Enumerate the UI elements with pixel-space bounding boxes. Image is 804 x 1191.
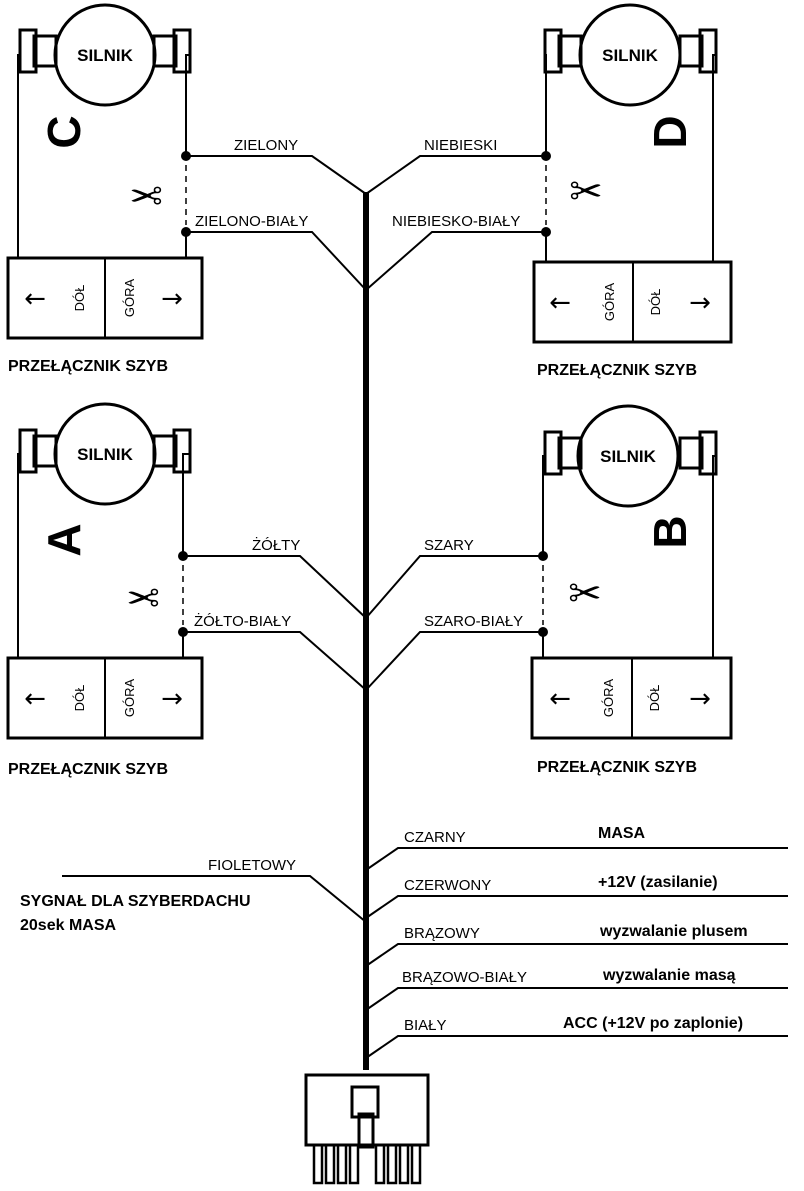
cut-icon: ✂	[569, 169, 603, 215]
motor-b: SILNIK	[543, 404, 718, 508]
motor-a-label: SILNIK	[77, 445, 133, 464]
switch-c-down: DÓŁ	[72, 285, 87, 312]
switch-a: ← → DÓŁ GÓRA	[6, 656, 204, 740]
sunroof-caption-line1: SYGNAŁ DLA SZYBERDACHU	[20, 893, 251, 910]
cut-icon: ✂	[129, 171, 163, 217]
wire-red-label: CZERWONY	[404, 877, 491, 894]
wire-sunroof-label: FIOLETOWY	[208, 857, 296, 874]
door-a-letter: A	[38, 523, 90, 556]
door-a: SILNIK A ✂ ŻÓŁTY ŻÓŁTO-BIAŁY ← → DÓŁ GÓR…	[6, 402, 367, 778]
wire-brown-label: BRĄZOWY	[404, 925, 480, 942]
motor-c-label: SILNIK	[77, 46, 133, 65]
motor-c: SILNIK	[18, 3, 192, 107]
arrow-right-icon: →	[689, 684, 711, 714]
output-wires: CZARNY MASA CZERWONY +12V (zasilanie) BR…	[365, 825, 788, 1059]
sunroof-signal: FIOLETOWY SYGNAŁ DLA SZYBERDACHU 20sek M…	[20, 857, 367, 934]
wire-d-white-label: NIEBIESKO-BIAŁY	[392, 213, 520, 230]
door-d: SILNIK D ✂ NIEBIESKI NIEBIESKO-BIAŁY ← →…	[365, 3, 733, 379]
switch-b-caption: PRZEŁĄCZNIK SZYB	[537, 759, 697, 776]
wire-white-label: BIAŁY	[404, 1017, 447, 1034]
motor-d: SILNIK	[543, 3, 718, 107]
cut-icon: ✂	[568, 571, 602, 617]
switch-d: ← → GÓRA DÓŁ	[532, 260, 733, 344]
cut-icon: ✂	[126, 573, 160, 619]
wire-b-main-label: SZARY	[424, 537, 474, 554]
motor-a: SILNIK	[18, 402, 192, 506]
door-c-letter: C	[38, 115, 90, 148]
arrow-left-icon: ←	[549, 288, 571, 318]
door-b: SILNIK B ✂ SZARY SZARO-BIAŁY ← → GÓRA DÓ…	[365, 404, 733, 776]
wire-d-main-label: NIEBIESKI	[424, 137, 497, 154]
door-b-letter: B	[644, 515, 696, 548]
arrow-left-icon: ←	[24, 684, 46, 714]
door-c: SILNIK C ✂ ZIELONY ZIELONO-BIAŁY ← → DÓŁ…	[6, 3, 367, 375]
wire-c-white-label: ZIELONO-BIAŁY	[195, 213, 308, 230]
switch-c-caption: PRZEŁĄCZNIK SZYB	[8, 358, 168, 375]
sunroof-caption-line2: 20sek MASA	[20, 917, 116, 934]
arrow-right-icon: →	[161, 284, 183, 314]
wire-black-label: CZARNY	[404, 829, 466, 846]
switch-d-caption: PRZEŁĄCZNIK SZYB	[537, 362, 697, 379]
connector-pins	[312, 1143, 422, 1185]
switch-d-up: GÓRA	[602, 283, 617, 322]
switch-c-up: GÓRA	[122, 279, 137, 318]
switch-b-up: GÓRA	[601, 679, 616, 718]
motor-b-label: SILNIK	[600, 447, 656, 466]
switch-b: ← → GÓRA DÓŁ	[530, 656, 733, 740]
arrow-right-icon: →	[161, 684, 183, 714]
arrow-left-icon: ←	[24, 284, 46, 314]
wire-a-white-label: ŻÓŁTO-BIAŁY	[194, 612, 291, 630]
func-power-label: +12V (zasilanie)	[598, 874, 718, 891]
func-ground-label: MASA	[598, 825, 646, 842]
door-d-letter: D	[644, 115, 696, 148]
switch-b-down: DÓŁ	[647, 685, 662, 712]
switch-a-up: GÓRA	[122, 679, 137, 718]
func-trigger-ground-label: wyzwalanie masą	[602, 967, 736, 984]
wire-b-white-label: SZARO-BIAŁY	[424, 613, 523, 630]
wire-c-main-label: ZIELONY	[234, 137, 298, 154]
switch-c: ← → DÓŁ GÓRA	[6, 256, 204, 340]
arrow-left-icon: ←	[549, 684, 571, 714]
arrow-right-icon: →	[689, 288, 711, 318]
switch-d-down: DÓŁ	[648, 289, 663, 316]
switch-a-caption: PRZEŁĄCZNIK SZYB	[8, 761, 168, 778]
motor-d-label: SILNIK	[602, 46, 658, 65]
switch-a-down: DÓŁ	[72, 685, 87, 712]
func-acc-label: ACC (+12V po zaplonie)	[563, 1015, 743, 1032]
func-trigger-plus-label: wyzwalanie plusem	[599, 923, 748, 940]
harness-connector	[304, 1073, 430, 1185]
wire-brown-white-label: BRĄZOWO-BIAŁY	[402, 969, 527, 986]
wire-a-main-label: ŻÓŁTY	[252, 536, 300, 554]
